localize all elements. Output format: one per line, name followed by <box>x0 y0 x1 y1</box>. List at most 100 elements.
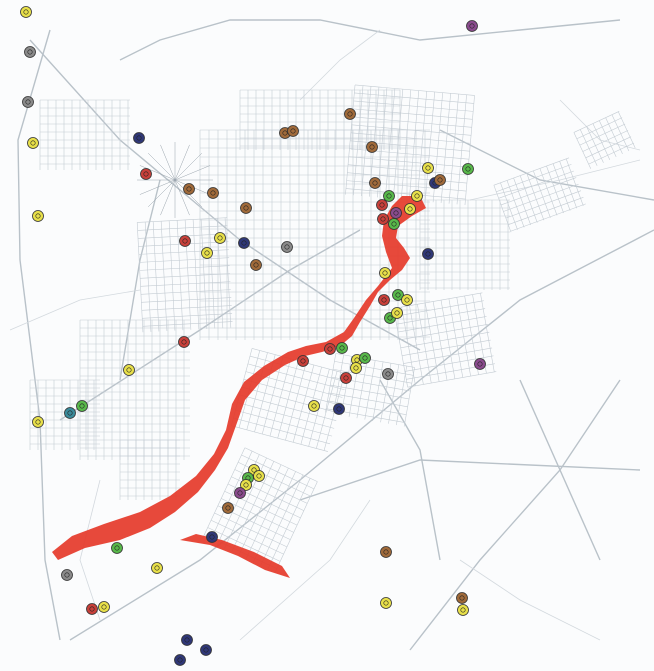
yellow-poi-marker[interactable] <box>151 562 163 574</box>
marker-glyph-icon <box>394 310 400 316</box>
brown-poi-marker[interactable] <box>250 259 262 271</box>
yellow-poi-marker[interactable] <box>240 479 252 491</box>
yellow-poi-marker[interactable] <box>32 416 44 428</box>
brown-poi-marker[interactable] <box>183 183 195 195</box>
marker-glyph-icon <box>204 250 210 256</box>
yellow-poi-marker[interactable] <box>32 210 44 222</box>
red-poi-marker[interactable] <box>86 603 98 615</box>
green-poi-marker[interactable] <box>336 342 348 354</box>
brown-poi-marker[interactable] <box>240 202 252 214</box>
brown-poi-marker[interactable] <box>434 174 446 186</box>
marker-glyph-icon <box>327 346 333 352</box>
red-poi-marker[interactable] <box>179 235 191 247</box>
yellow-poi-marker[interactable] <box>380 597 392 609</box>
yellow-poi-marker[interactable] <box>308 400 320 412</box>
yellow-poi-marker[interactable] <box>391 307 403 319</box>
yellow-poi-marker[interactable] <box>457 604 469 616</box>
green-poi-marker[interactable] <box>388 218 400 230</box>
marker-glyph-icon <box>253 262 259 268</box>
brown-poi-marker[interactable] <box>344 108 356 120</box>
green-poi-marker[interactable] <box>383 190 395 202</box>
marker-glyph-icon <box>391 221 397 227</box>
brown-poi-marker[interactable] <box>207 187 219 199</box>
marker-glyph-icon <box>241 240 247 246</box>
navy-poi-marker[interactable] <box>133 132 145 144</box>
brown-poi-marker[interactable] <box>456 592 468 604</box>
purple-poi-marker[interactable] <box>234 487 246 499</box>
yellow-poi-marker[interactable] <box>98 601 110 613</box>
navy-poi-marker[interactable] <box>206 531 218 543</box>
yellow-poi-marker[interactable] <box>379 267 391 279</box>
red-poi-marker[interactable] <box>377 213 389 225</box>
marker-glyph-icon <box>362 355 368 361</box>
yellow-poi-marker[interactable] <box>27 137 39 149</box>
yellow-poi-marker[interactable] <box>404 203 416 215</box>
marker-glyph-icon <box>243 205 249 211</box>
flood-zone[interactable] <box>52 196 426 578</box>
marker-glyph-icon <box>469 23 475 29</box>
yellow-poi-marker[interactable] <box>422 162 434 174</box>
marker-glyph-icon <box>217 235 223 241</box>
navy-poi-marker[interactable] <box>200 644 212 656</box>
navy-poi-marker[interactable] <box>422 248 434 260</box>
marker-glyph-icon <box>177 657 183 663</box>
marker-glyph-icon <box>477 361 483 367</box>
red-poi-marker[interactable] <box>376 199 388 211</box>
brown-poi-marker[interactable] <box>287 125 299 137</box>
green-poi-marker[interactable] <box>392 289 404 301</box>
red-poi-marker[interactable] <box>340 372 352 384</box>
brown-poi-marker[interactable] <box>222 502 234 514</box>
purple-poi-marker[interactable] <box>474 358 486 370</box>
marker-glyph-icon <box>465 166 471 172</box>
red-poi-marker[interactable] <box>178 336 190 348</box>
yellow-poi-marker[interactable] <box>350 362 362 374</box>
marker-glyph-icon <box>67 410 73 416</box>
marker-glyph-icon <box>386 193 392 199</box>
navy-poi-marker[interactable] <box>174 654 186 666</box>
marker-glyph-icon <box>237 490 243 496</box>
red-poi-marker[interactable] <box>378 294 390 306</box>
purple-poi-marker[interactable] <box>466 20 478 32</box>
marker-glyph-icon <box>460 607 466 613</box>
marker-glyph-icon <box>414 193 420 199</box>
teal-poi-marker[interactable] <box>64 407 76 419</box>
brown-poi-marker[interactable] <box>369 177 381 189</box>
marker-glyph-icon <box>35 419 41 425</box>
marker-glyph-icon <box>347 111 353 117</box>
gray-poi-marker[interactable] <box>281 241 293 253</box>
navy-poi-marker[interactable] <box>238 237 250 249</box>
marker-glyph-icon <box>404 297 410 303</box>
brown-poi-marker[interactable] <box>366 141 378 153</box>
marker-glyph-icon <box>203 647 209 653</box>
yellow-poi-marker[interactable] <box>214 232 226 244</box>
marker-glyph-icon <box>23 9 29 15</box>
green-poi-marker[interactable] <box>111 542 123 554</box>
brown-poi-marker[interactable] <box>380 546 392 558</box>
gray-poi-marker[interactable] <box>22 96 34 108</box>
gray-poi-marker[interactable] <box>61 569 73 581</box>
green-poi-marker[interactable] <box>359 352 371 364</box>
navy-poi-marker[interactable] <box>333 403 345 415</box>
marker-glyph-icon <box>383 600 389 606</box>
navy-poi-marker[interactable] <box>181 634 193 646</box>
purple-poi-marker[interactable] <box>390 207 402 219</box>
yellow-poi-marker[interactable] <box>401 294 413 306</box>
red-poi-marker[interactable] <box>297 355 309 367</box>
green-poi-marker[interactable] <box>462 163 474 175</box>
yellow-poi-marker[interactable] <box>411 190 423 202</box>
yellow-poi-marker[interactable] <box>20 6 32 18</box>
red-poi-marker[interactable] <box>324 343 336 355</box>
marker-glyph-icon <box>35 213 41 219</box>
green-poi-marker[interactable] <box>76 400 88 412</box>
marker-glyph-icon <box>186 186 192 192</box>
marker-glyph-icon <box>300 358 306 364</box>
red-poi-marker[interactable] <box>140 168 152 180</box>
gray-poi-marker[interactable] <box>24 46 36 58</box>
marker-glyph-icon <box>64 572 70 578</box>
yellow-poi-marker[interactable] <box>253 470 265 482</box>
gray-poi-marker[interactable] <box>382 368 394 380</box>
yellow-poi-marker[interactable] <box>123 364 135 376</box>
yellow-poi-marker[interactable] <box>201 247 213 259</box>
